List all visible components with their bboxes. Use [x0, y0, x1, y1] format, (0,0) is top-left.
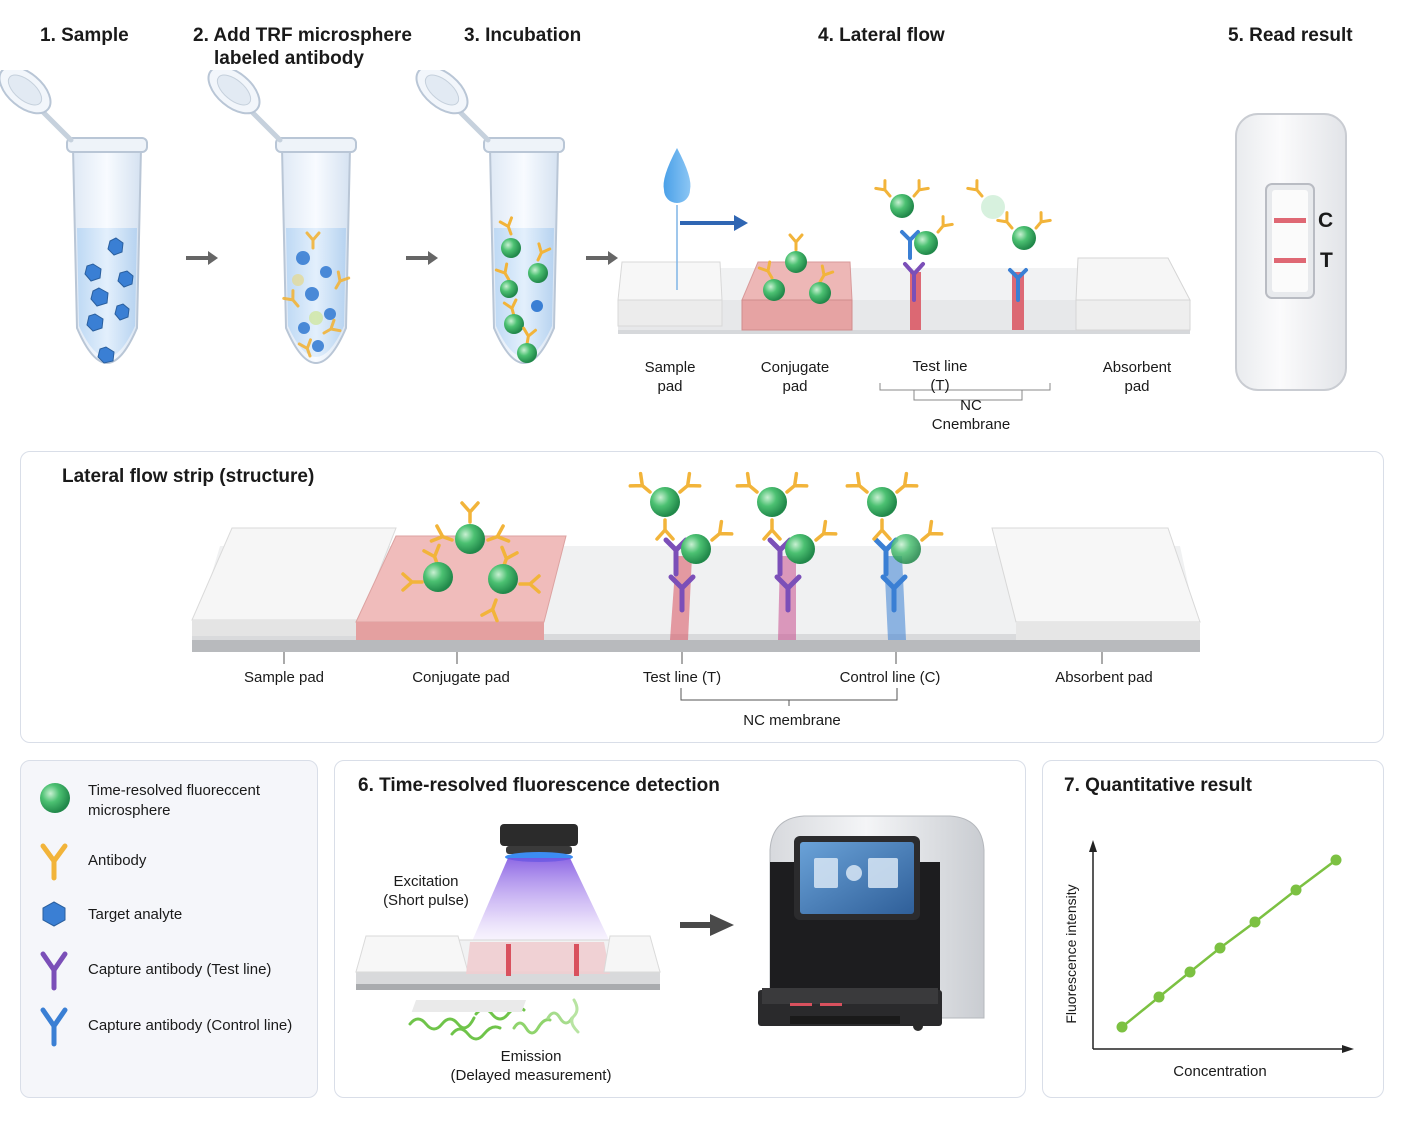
flow-direction-arrow — [680, 215, 748, 231]
emission-waves — [408, 998, 580, 1041]
antibody-icon — [40, 843, 68, 881]
legend-item-antibody: Antibody — [88, 852, 147, 869]
standard-curve-line — [1121, 859, 1337, 1028]
emission-line-1: Emission — [500, 1048, 562, 1065]
nc-membrane-bracket — [680, 688, 898, 706]
reagent-tube — [200, 70, 356, 363]
legend-item-microsphere: Time-resolved fluoreccent microsphere — [88, 781, 260, 821]
legend-microsphere-line-2: microsphere — [88, 802, 171, 819]
top-absorbent-pad-line-1: Absorbent — [1102, 359, 1172, 376]
cassette-c-label: C — [1318, 209, 1334, 232]
struct-sample-pad-label: Sample pad — [243, 669, 325, 686]
emission-label: Emission (Delayed measurement) — [440, 1047, 622, 1085]
legend-icons — [40, 783, 70, 1047]
top-sample-pad-label: Sample pad — [630, 358, 710, 396]
excitation-line-1: Excitation — [393, 873, 459, 890]
curve-point — [1184, 966, 1196, 978]
emission-line-2: (Delayed measurement) — [450, 1067, 612, 1084]
top-conjugate-pad-label: Conjugate pad — [745, 358, 845, 396]
step-2-title: 2. Add TRF microsphere — [193, 25, 412, 46]
target-analyte-icon — [42, 901, 66, 927]
legend-panel — [20, 760, 318, 1098]
top-sample-pad-line-2: pad — [657, 378, 683, 395]
step-5-title: 5. Read result — [1228, 25, 1353, 46]
quantitative-panel-title: 7. Quantitative result — [1064, 775, 1252, 796]
top-nc-membrane-line-1: NC — [960, 397, 982, 414]
struct-test-line-label: Test line (T) — [642, 669, 722, 686]
top-test-line-line-2: (T) — [930, 377, 950, 394]
standard-curve-points — [1116, 854, 1342, 1033]
curve-point — [1330, 854, 1342, 866]
microsphere-icon — [40, 783, 70, 813]
legend-microsphere-line-1: Time-resolved fluoreccent — [88, 782, 261, 799]
top-absorbent-pad-line-2: pad — [1124, 378, 1150, 395]
legend-item-capture-test: Capture antibody (Test line) — [88, 961, 272, 978]
detection-reader-device — [411, 815, 985, 1031]
top-conjugate-pad-line-2: pad — [782, 378, 808, 395]
legend-item-target-analyte: Target analyte — [88, 906, 183, 923]
curve-point — [1290, 884, 1302, 896]
quantitative-panel: 7. Quantitative result — [1042, 760, 1384, 1098]
curve-point — [1153, 991, 1165, 1003]
cassette-t-label: T — [1320, 249, 1333, 272]
capture-antibody-control-icon — [40, 1007, 68, 1047]
struct-absorbent-pad-label: Absorbent pad — [1055, 669, 1153, 686]
step-1-title: 1. Sample — [40, 25, 129, 46]
step-4-title: 4. Lateral flow — [818, 25, 945, 46]
sample-drop-icon — [663, 148, 691, 203]
top-absorbent-pad-label: Absorbent pad — [1087, 358, 1187, 396]
quant-y-axis-label: Fluorescence intensity — [1063, 884, 1079, 1024]
curve-point — [1116, 1021, 1128, 1033]
sample-tube — [0, 70, 147, 363]
incubation-tube — [408, 70, 564, 363]
struct-nc-membrane-label: NC membrane — [743, 712, 841, 729]
flow-arrows — [186, 251, 618, 265]
capture-antibody-test-icon — [40, 951, 68, 991]
structure-panel-title: Lateral flow strip (structure) — [62, 466, 315, 487]
struct-conjugate-pad-label: Conjugate pad — [412, 669, 510, 686]
curve-point — [1249, 916, 1261, 928]
top-test-line-label: Test line (T) — [900, 357, 980, 395]
top-nc-membrane-label: NC Cnembrane — [921, 396, 1021, 434]
top-test-line-line-1: Test line — [912, 358, 968, 375]
top-nc-membrane-line-2: Cnembrane — [931, 416, 1011, 433]
top-conjugate-pad-line-1: Conjugate — [760, 359, 830, 376]
detection-illustration — [355, 815, 985, 1041]
test-cassette — [1235, 113, 1347, 391]
quant-x-axis-label: Concentration — [1173, 1063, 1267, 1080]
excitation-label: Excitation (Short pulse) — [370, 872, 482, 910]
step-3-title: 3. Incubation — [464, 25, 582, 46]
step-2-subtitle: labeled antibody — [214, 48, 364, 69]
workflow-top-illustration — [0, 70, 1347, 401]
struct-control-line-label: Control line (C) — [839, 669, 941, 686]
top-sample-pad-line-1: Sample — [644, 359, 696, 376]
structure-strip-illustration — [191, 471, 1201, 664]
excitation-line-2: (Short pulse) — [383, 892, 469, 909]
curve-point — [1214, 942, 1226, 954]
legend-item-capture-control: Capture antibody (Control line) — [88, 1017, 293, 1034]
quantitative-chart — [1089, 840, 1354, 1053]
detection-panel-title: 6. Time-resolved fluorescence detection — [358, 775, 720, 796]
top-lateral-flow-strip — [617, 257, 1191, 334]
